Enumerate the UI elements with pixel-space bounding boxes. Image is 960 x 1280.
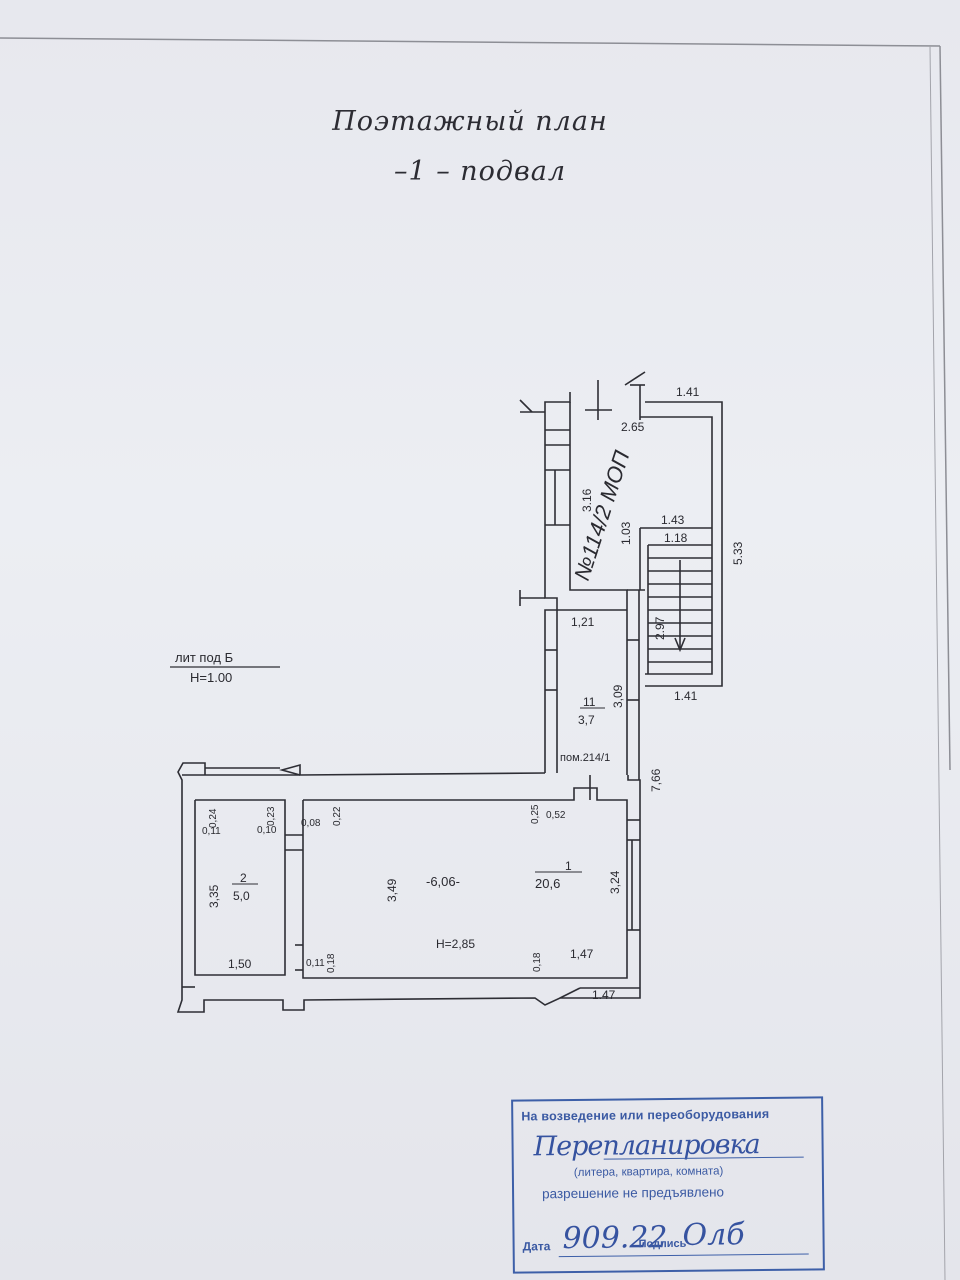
handwritten-note: №114/2 МОП: [569, 448, 634, 584]
dim-1-47: 1,47: [570, 947, 594, 961]
dim-1-47b: 1.47: [592, 988, 616, 1002]
dim-3-16: 3.16: [580, 488, 594, 512]
dim-0-08: 0,08: [301, 818, 321, 829]
dim-0-10: 0,10: [257, 825, 277, 836]
dim-3-24: 3,24: [608, 870, 622, 894]
dim-1-03: 1.03: [619, 521, 633, 545]
dim-2-65: 2.65: [621, 420, 645, 434]
lower-outer-wall: [279, 763, 546, 776]
dim-2-97: 2.97: [653, 616, 667, 640]
stamp-sign-label: Подпись: [638, 1237, 687, 1251]
dim-5-33: 5.33: [731, 541, 745, 565]
ceiling-height: Н=2,85: [436, 937, 475, 951]
dim-0-11: 0,11: [202, 826, 221, 837]
dim-3-49: 3,49: [385, 878, 399, 902]
stamp-line-2: (литера, квартира, комната): [573, 1165, 724, 1179]
plan-subtitle: –1 – подвал: [393, 156, 567, 187]
room-2-inner: [194, 799, 286, 976]
room-1-area: 20,6: [535, 876, 560, 891]
room-2-number: 2: [240, 871, 247, 885]
total-area: -6,06-: [426, 874, 460, 889]
dim-0-18: 0,18: [326, 953, 337, 973]
lit-label: лит под Б: [175, 650, 233, 665]
dim-bottom-1-41: 1.41: [674, 689, 698, 703]
stamp-signature: Олб: [682, 1217, 745, 1253]
dim-0-52: 0,52: [546, 810, 566, 821]
upper-left-wall-inner: [569, 402, 628, 775]
dim-3-35: 3,35: [207, 884, 221, 908]
dim-0-25: 0,25: [530, 804, 541, 824]
dim-0-24: 0,24: [208, 808, 219, 828]
dim-1-50: 1,50: [228, 957, 252, 971]
upper-left-wall: [544, 392, 571, 773]
plan-title: Поэтажный план: [332, 106, 608, 137]
stamp-date-label: Дата: [522, 1239, 551, 1254]
dim-0-23: 0,23: [266, 806, 277, 826]
room-2-area: 5,0: [233, 889, 250, 903]
room-1-inner: [302, 787, 628, 979]
dim-top-1-41: 1.41: [676, 385, 700, 399]
dim-3-09: 3,09: [611, 684, 625, 708]
room-11-number: 11: [583, 695, 596, 709]
room-1-number: 1: [565, 859, 572, 873]
dim-1-21: 1,21: [571, 615, 595, 629]
dim-7-66: 7,66: [649, 768, 663, 792]
room-11-area: 3,7: [578, 713, 595, 727]
dim-1-43: 1.43: [661, 513, 685, 527]
stamp: На возведение или переоборудования Переп…: [511, 1096, 825, 1274]
stamp-line-3: разрешение не предъявлено: [542, 1184, 725, 1202]
dim-0-22: 0,22: [332, 806, 343, 826]
height-label: Н=1.00: [190, 670, 232, 685]
dim-0-18b: 0,18: [532, 952, 543, 972]
dim-1-18: 1.18: [664, 531, 688, 545]
outer-wall-stair: [645, 401, 723, 687]
dim-0-11b: 0,11: [306, 958, 325, 969]
stamp-line-1: На возведение или переоборудования: [521, 1106, 770, 1124]
room-ref-label: пом.214/1: [560, 752, 610, 764]
